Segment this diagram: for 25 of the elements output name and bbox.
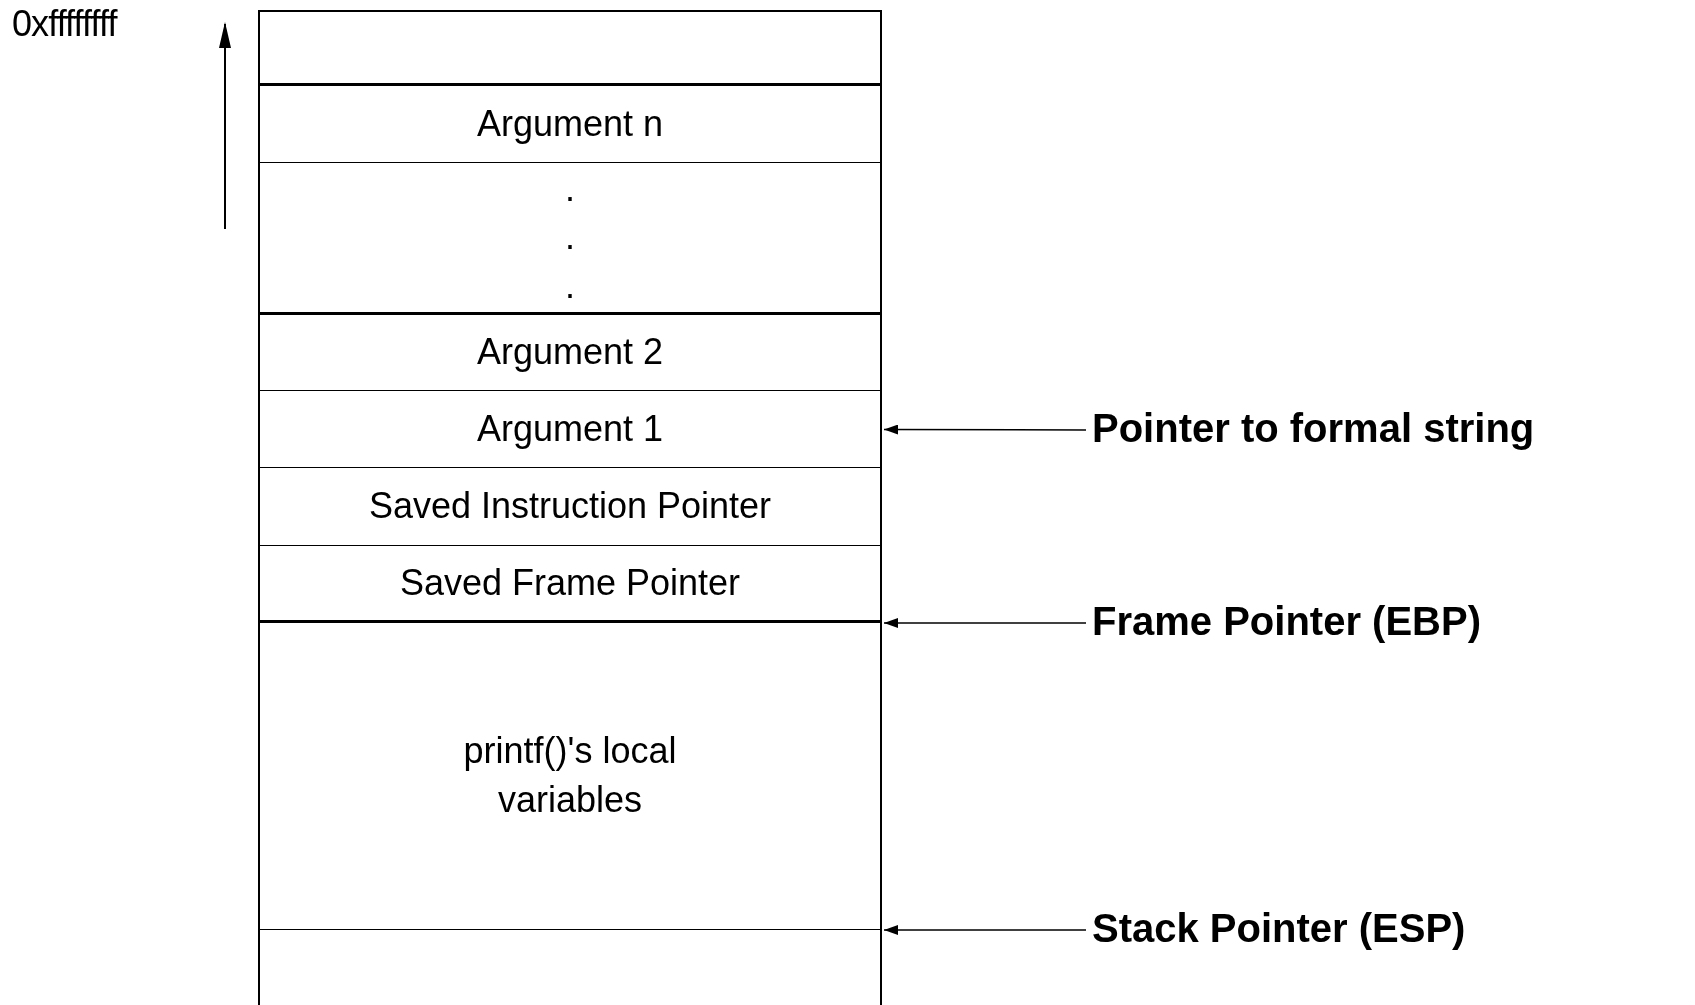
stack-cell bbox=[258, 623, 882, 930]
ellipsis-dot: . bbox=[565, 263, 575, 308]
cell-text: printf()'s local variables bbox=[462, 729, 678, 822]
pointer-label: Frame Pointer (EBP) bbox=[1092, 601, 1481, 641]
stack-cell bbox=[258, 10, 882, 86]
arrow bbox=[883, 925, 1087, 935]
ellipsis-dot: . bbox=[565, 166, 575, 211]
ellipsis-dot: . bbox=[565, 215, 575, 260]
stack-cell bbox=[258, 468, 882, 546]
stack-cell bbox=[258, 930, 882, 1005]
stack-cell bbox=[258, 391, 882, 468]
cell-text: Argument 1 bbox=[476, 406, 664, 451]
cell-text: Argument n bbox=[476, 101, 664, 146]
cell-text: Argument 2 bbox=[476, 330, 664, 375]
cell-text: Saved Instruction Pointer bbox=[368, 484, 772, 529]
stack-cell bbox=[258, 546, 882, 623]
arrow bbox=[883, 618, 1087, 628]
arrow bbox=[883, 424, 1087, 435]
stack-cell bbox=[258, 163, 882, 315]
stack-cell bbox=[258, 315, 882, 391]
pointer-label: Stack Pointer (ESP) bbox=[1092, 908, 1466, 948]
address-label: 0xffffffff bbox=[12, 6, 117, 42]
stack-cell bbox=[258, 86, 882, 163]
pointer-label: Pointer to formal string bbox=[1092, 408, 1535, 448]
cell-text: Saved Frame Pointer bbox=[399, 560, 741, 605]
